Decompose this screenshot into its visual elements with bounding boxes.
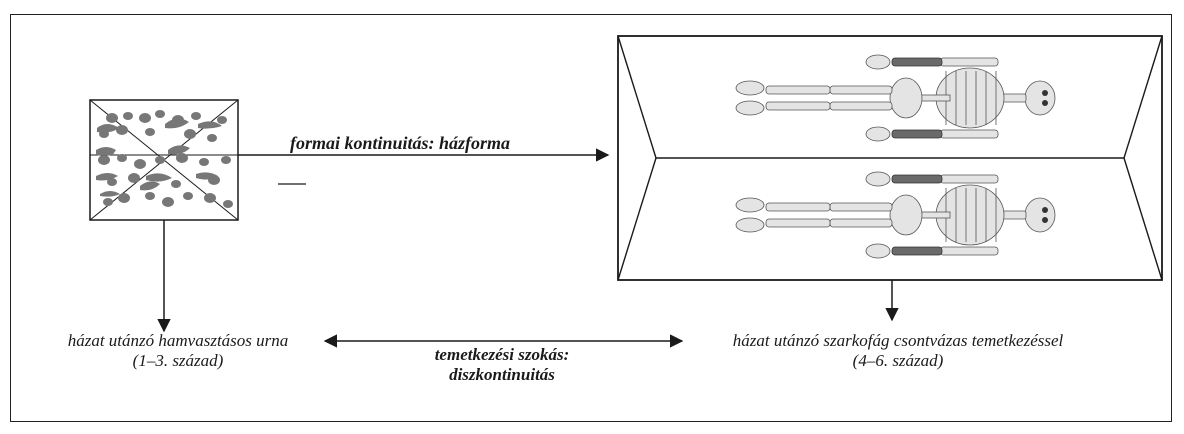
tibia: [765, 85, 831, 95]
forearm: [891, 174, 943, 184]
upper-arm: [939, 57, 999, 67]
pelvis: [889, 194, 923, 236]
femur: [829, 202, 893, 212]
urn-fragment: [100, 191, 120, 197]
ash-pebble: [139, 113, 151, 123]
ash-pebble: [184, 129, 196, 139]
foot: [735, 100, 765, 116]
urn-fragment: [96, 173, 118, 181]
burial-custom-label: temetkezési szokás: diszkontinuitás: [382, 345, 622, 385]
foot: [735, 197, 765, 213]
ash-pebble: [107, 178, 117, 186]
ash-pebble: [103, 198, 113, 206]
urn-caption-line1: házat utánzó hamvasztásos urna: [67, 331, 289, 350]
ash-pebble: [118, 193, 130, 203]
skeleton-lower: [735, 171, 1056, 259]
sarcophagus-illustration: [617, 35, 1163, 281]
ash-pebble: [191, 112, 201, 120]
skeleton-upper: [735, 54, 1056, 142]
tibia: [765, 101, 831, 111]
ash-pebble: [123, 112, 133, 120]
ash-pebble: [223, 200, 233, 208]
figure-frame: [10, 14, 1172, 422]
ash-pebble: [176, 153, 188, 163]
urn-fragment: [165, 118, 189, 129]
ash-pebble: [221, 156, 231, 164]
ash-pebble: [117, 154, 127, 162]
skull: [1024, 197, 1056, 233]
eye-socket: [1042, 217, 1048, 223]
hand: [865, 54, 891, 70]
urn-fragment: [96, 147, 116, 156]
ash-pebble: [128, 173, 140, 183]
femur: [829, 218, 893, 228]
upper-arm: [939, 174, 999, 184]
ash-pebble: [199, 158, 209, 166]
foot: [735, 80, 765, 96]
spine: [919, 94, 951, 102]
ash-pebble: [155, 110, 165, 118]
ash-pebble: [106, 113, 118, 123]
ash-pebble: [134, 159, 146, 169]
urn-fragment: [140, 181, 160, 191]
sarcophagus-caption-line2: (4–6. század): [852, 351, 944, 370]
femur: [829, 101, 893, 111]
urn-fragment: [97, 124, 119, 133]
burial-custom-line1: temetkezési szokás:: [434, 345, 570, 364]
femur: [829, 85, 893, 95]
ash-pebble: [145, 192, 155, 200]
tibia: [765, 202, 831, 212]
urn-caption: házat utánzó hamvasztásos urna (1–3. szá…: [36, 331, 320, 371]
foot: [735, 217, 765, 233]
upper-arm: [939, 129, 999, 139]
urn-illustration: [89, 99, 239, 221]
eye-socket: [1042, 100, 1048, 106]
forearm: [891, 246, 943, 256]
spine: [919, 211, 951, 219]
urn-caption-line2: (1–3. század): [132, 351, 224, 370]
sarcophagus-caption-line1: házat utánzó szarkofág csontvázas temetk…: [732, 331, 1064, 350]
hand: [865, 243, 891, 259]
eye-socket: [1042, 90, 1048, 96]
sarcophagus-caption: házat utánzó szarkofág csontvázas temetk…: [688, 331, 1108, 371]
urn-fragment: [146, 173, 172, 182]
skull: [1024, 80, 1056, 116]
ash-pebble: [207, 134, 217, 142]
ash-pebble: [217, 116, 227, 124]
ash-pebble: [171, 180, 181, 188]
ash-pebble: [155, 156, 165, 164]
ash-pebble: [145, 128, 155, 136]
pelvis: [889, 77, 923, 119]
formal-continuity-label: formai kontinuitás: házforma: [290, 133, 511, 153]
ash-pebble: [183, 192, 193, 200]
ash-pebble: [204, 193, 216, 203]
urn-fragment: [196, 172, 218, 180]
hand: [865, 126, 891, 142]
hand: [865, 171, 891, 187]
urn-fragment: [198, 121, 222, 129]
tibia: [765, 218, 831, 228]
urn-fragment: [168, 145, 190, 155]
forearm: [891, 57, 943, 67]
ash-fragments: [96, 110, 233, 208]
ash-pebble: [98, 155, 110, 165]
burial-custom-line2: diszkontinuitás: [449, 365, 555, 384]
ash-pebble: [162, 197, 174, 207]
ash-pebble: [116, 125, 128, 135]
forearm: [891, 129, 943, 139]
eye-socket: [1042, 207, 1048, 213]
upper-arm: [939, 246, 999, 256]
